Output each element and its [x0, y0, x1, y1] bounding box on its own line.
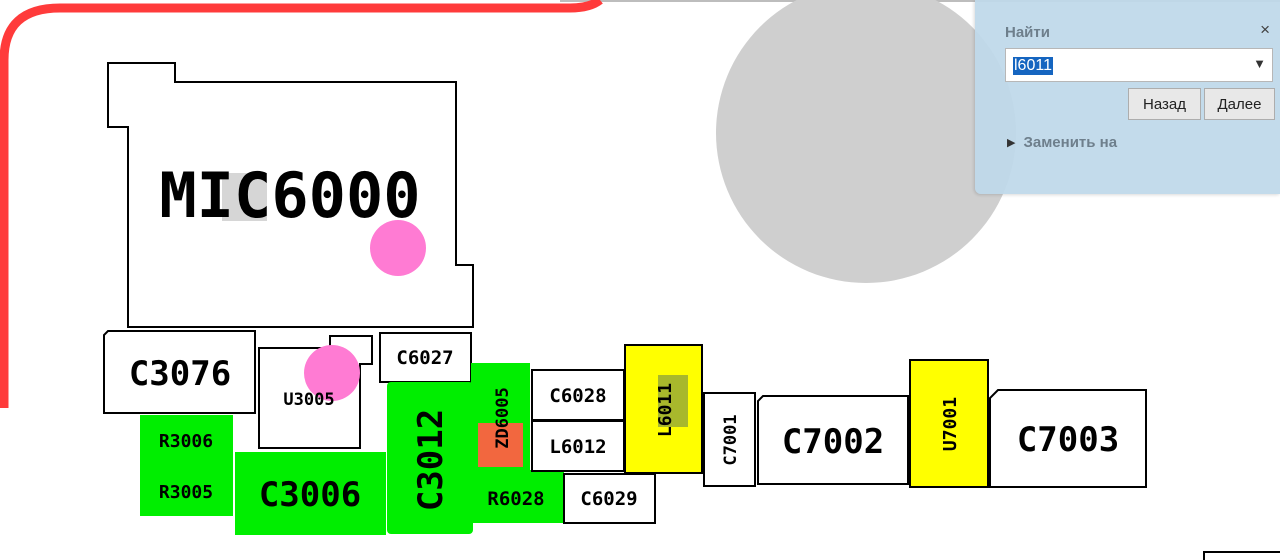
close-icon[interactable]: × — [1260, 20, 1270, 39]
find-panel: Найти × l6011 ▼ Назад Далее ▶ Заменить н… — [975, 0, 1280, 194]
pink-marker — [370, 220, 426, 276]
component-c7003[interactable] — [989, 389, 1147, 488]
component-label: C6027 — [396, 347, 453, 369]
component-label: C3012 — [411, 409, 451, 511]
replace-label: Заменить на — [1023, 134, 1118, 151]
zd6005-red-pad — [478, 423, 523, 467]
component-c7002[interactable] — [757, 395, 909, 485]
component-r6028[interactable] — [471, 470, 564, 523]
component-c6029[interactable] — [563, 473, 656, 524]
component-label: R3005 — [159, 482, 213, 503]
component-label: L6011 — [655, 383, 676, 437]
component-c6027[interactable] — [379, 332, 472, 383]
component-label: ZD6005 — [493, 387, 513, 448]
pink-marker — [304, 345, 360, 401]
component-label: C6029 — [580, 488, 637, 510]
component-r3006-r3005[interactable] — [140, 415, 233, 516]
component-label: R6028 — [487, 488, 544, 510]
component-u7001[interactable] — [909, 359, 989, 488]
search-input[interactable] — [1009, 53, 1247, 77]
component-label: C6028 — [549, 385, 606, 407]
component-label: C3076 — [129, 354, 231, 394]
component-label: R3006 — [159, 431, 213, 452]
component-c3076[interactable] — [103, 330, 256, 414]
search-combobox[interactable]: l6011 ▼ — [1005, 48, 1273, 82]
component-l6012[interactable] — [531, 420, 625, 472]
board-outline — [0, 0, 603, 408]
component-label: C7001 — [721, 414, 741, 465]
back-button[interactable]: Назад — [1128, 88, 1201, 120]
component-label: C7002 — [782, 422, 884, 462]
replace-toggle[interactable]: ▶ Заменить на — [1007, 134, 1117, 151]
next-button[interactable]: Далее — [1204, 88, 1275, 120]
component-label: C3006 — [259, 475, 361, 515]
expand-arrow-icon: ▶ — [1007, 137, 1016, 149]
l6011-highlight-mark — [658, 375, 688, 427]
component-label: L6012 — [549, 436, 606, 458]
dropdown-arrow-icon[interactable]: ▼ — [1253, 56, 1266, 71]
partial-component — [1203, 551, 1280, 560]
find-title: Найти — [1005, 24, 1050, 41]
component-c7001[interactable] — [703, 392, 756, 487]
mic6000-gray-mark — [222, 173, 267, 221]
component-c6028[interactable] — [531, 369, 625, 421]
component-label: U7001 — [940, 397, 961, 451]
component-label: C7003 — [1017, 420, 1119, 460]
component-label: U3005 — [283, 390, 334, 410]
gray-marker-circle — [716, 0, 1016, 283]
component-c3012[interactable] — [387, 382, 473, 534]
component-c3006[interactable] — [235, 452, 386, 535]
component-label: MIC6000 — [159, 159, 420, 232]
